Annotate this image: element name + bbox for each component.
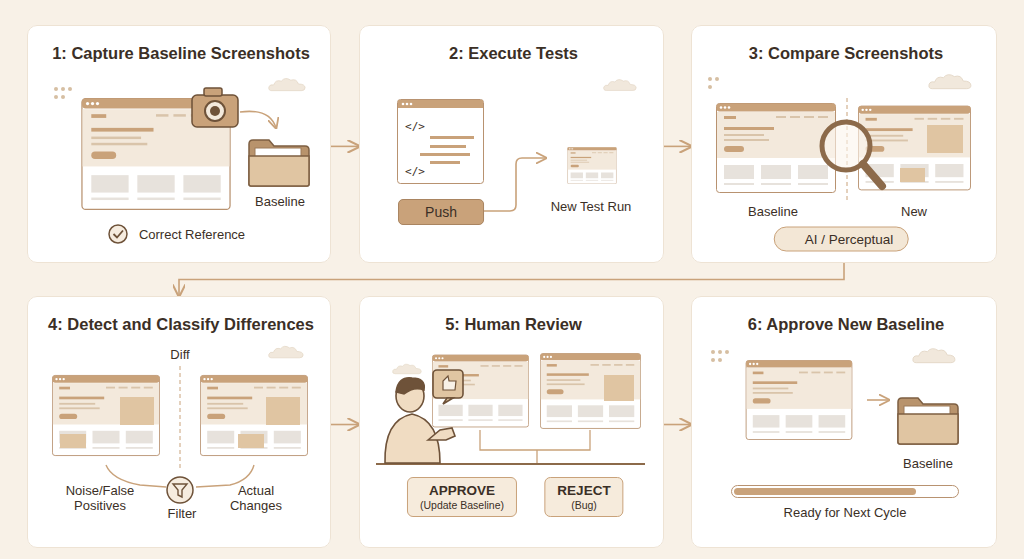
box-text: APPROVE	[420, 483, 504, 498]
step-heading: 3: Compare Screenshots	[692, 26, 996, 63]
flow-arrow	[331, 424, 359, 426]
approve-box: APPROVE(Update Baseline)	[407, 477, 517, 517]
method-pill: AI / Perceptual	[774, 226, 909, 251]
folder-label: Baseline	[903, 456, 953, 471]
step-heading: 2: Execute Tests	[360, 26, 663, 63]
step-heading: 6: Approve New Baseline	[692, 297, 996, 334]
noise-label: Noise/False Positives	[50, 483, 150, 513]
step-panel: 2: Execute TestsPush	[359, 25, 664, 263]
filter-label: Filter	[168, 506, 197, 521]
flow-arrow	[179, 263, 844, 296]
check-note: Correct Reference	[139, 227, 245, 242]
step-panel: 3: Compare Screenshots AI / Perceptual	[691, 25, 997, 263]
box-text: (Bug)	[557, 499, 610, 511]
code-tag: </>	[405, 164, 425, 179]
step-heading: 4: Detect and Classify Differences	[28, 297, 330, 334]
step-heading: 1: Capture Baseline Screenshots	[28, 26, 330, 63]
diff-label: Diff	[170, 347, 189, 362]
step-panel: 5: Human ReviewAPPROVE(Update Baseline) R…	[359, 296, 664, 548]
box-text: REJECT	[557, 483, 610, 498]
box-text: AI / Perceptual	[805, 231, 894, 246]
box-text: (Update Baseline)	[420, 499, 504, 511]
box-text: Push	[425, 204, 457, 220]
screenshot-label: Baseline	[748, 204, 798, 219]
flow-arrow	[664, 424, 691, 426]
code-tag: </>	[405, 119, 425, 134]
reject-box: REJECT(Bug)	[544, 477, 623, 517]
changes-label: Actual Changes	[216, 483, 296, 513]
step-heading: 5: Human Review	[360, 297, 663, 334]
folder-label: Baseline	[255, 194, 305, 209]
flow-arrow	[664, 146, 691, 148]
flow-arrow	[331, 146, 359, 148]
run-label: New Test Run	[551, 199, 632, 214]
screenshot-label: New	[901, 204, 927, 219]
push-button: Push	[398, 199, 484, 225]
status-label: Ready for Next Cycle	[784, 505, 907, 520]
